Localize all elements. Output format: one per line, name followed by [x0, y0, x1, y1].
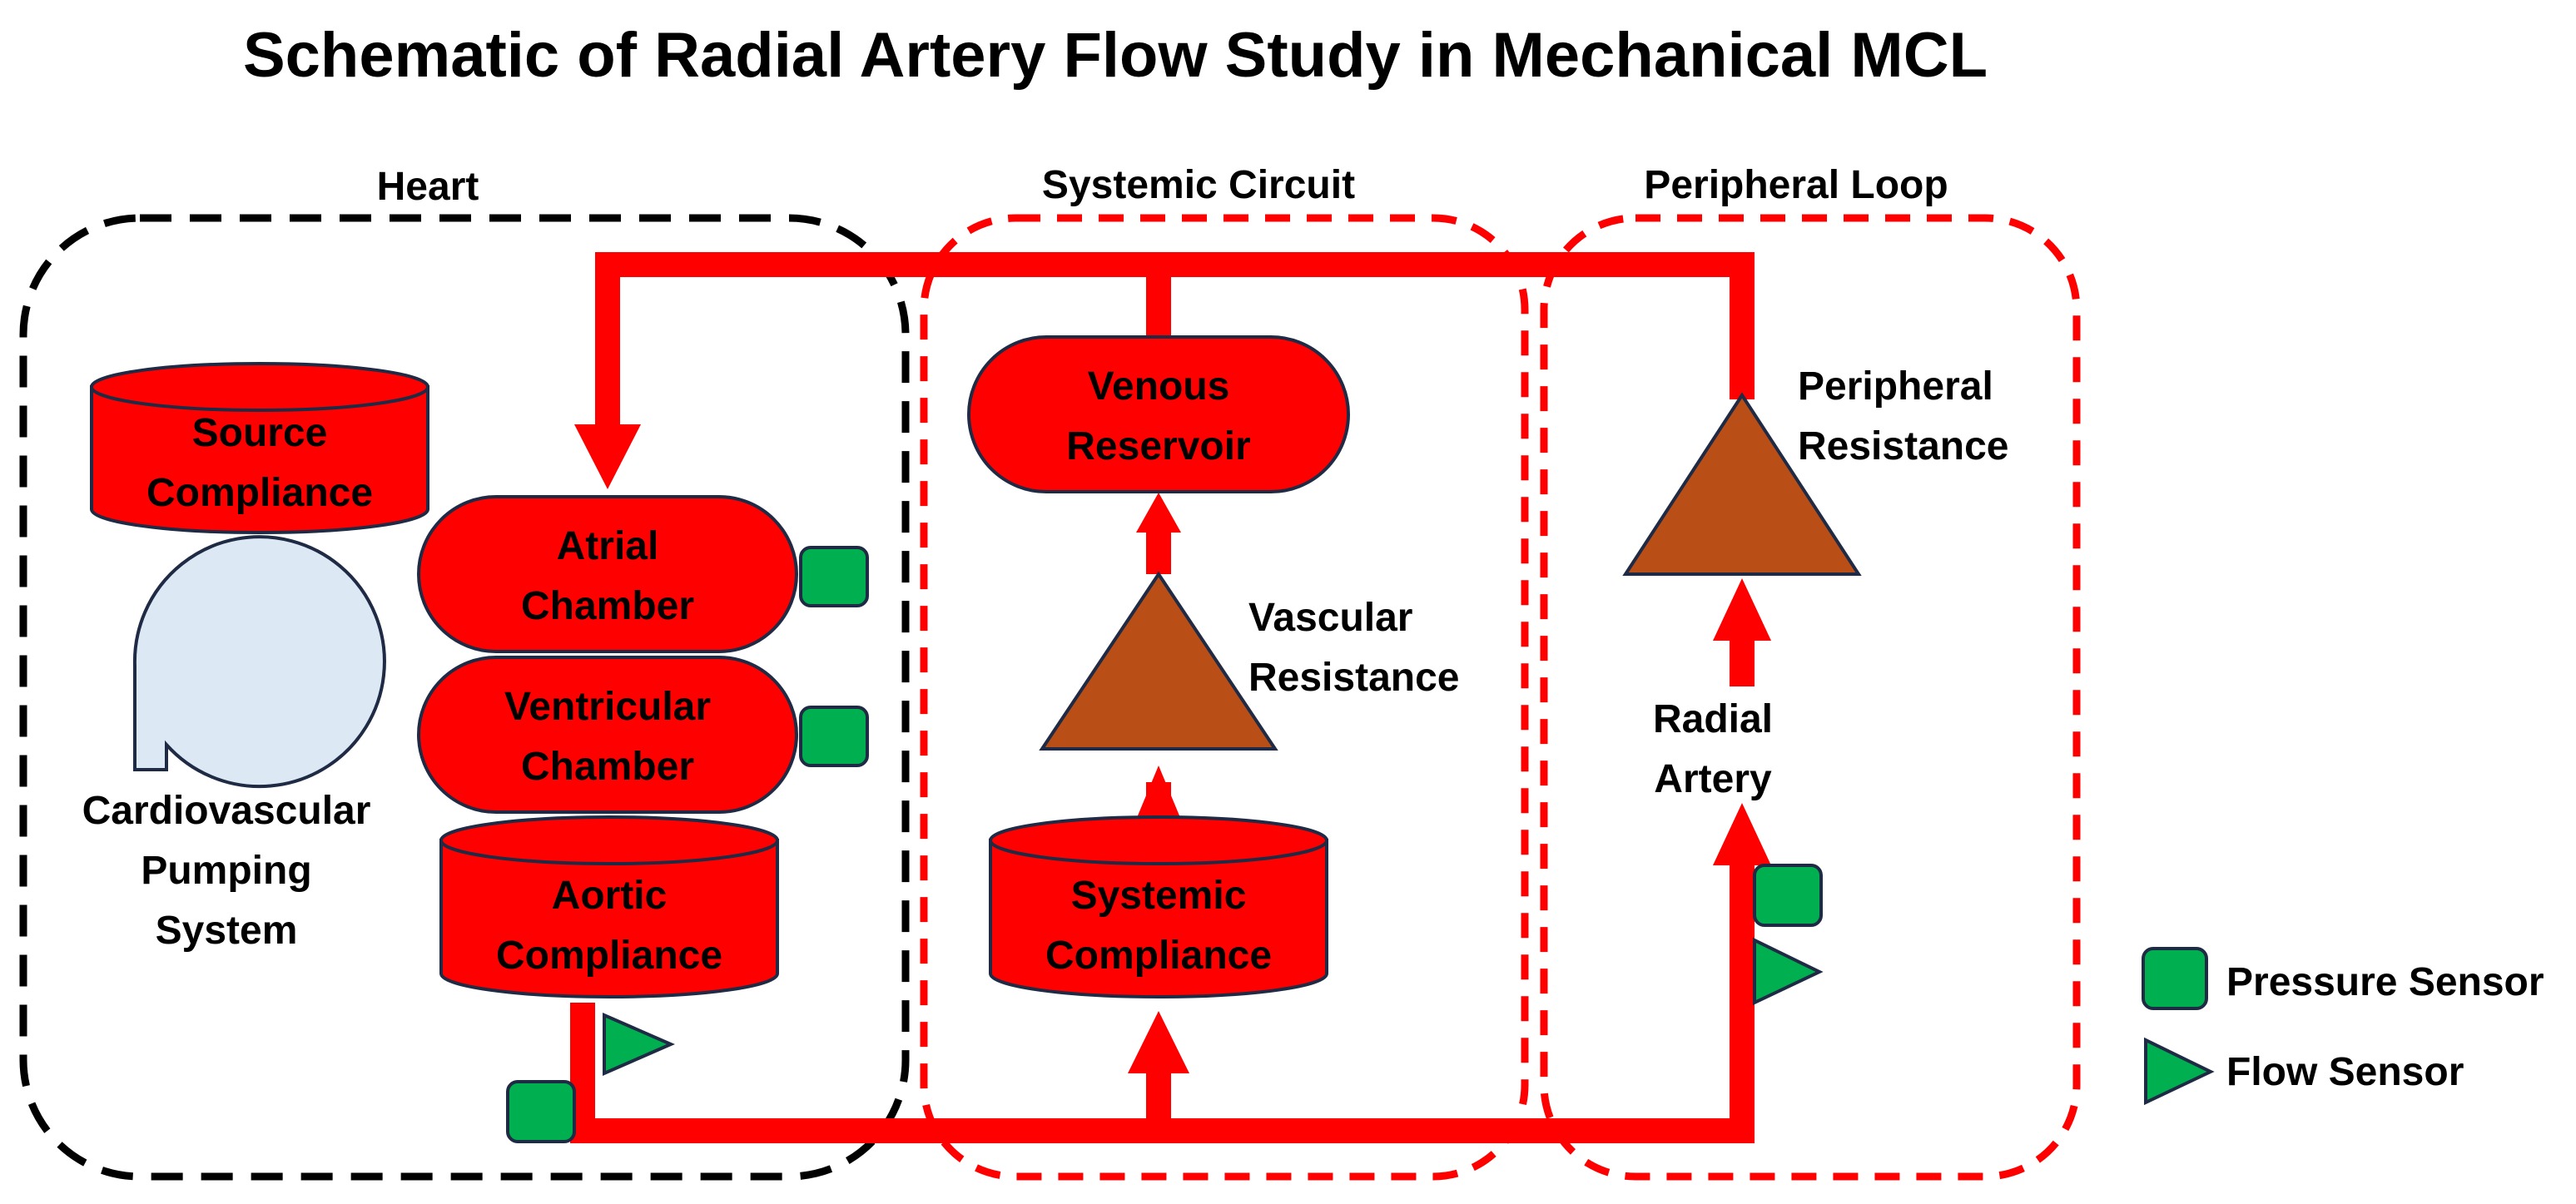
peripheral-label-2: Resistance	[1798, 424, 2008, 468]
vascular-label-2: Resistance	[1248, 656, 1459, 700]
pump-label-1: Cardiovascular	[82, 789, 371, 833]
systemic-circuit-group-label: Systemic Circuit	[1042, 163, 1355, 207]
peripheral-up-arrow	[1713, 578, 1771, 641]
radial-flow-sensor	[1753, 937, 1824, 1006]
systemic-compliance: Systemic Compliance	[989, 815, 1328, 998]
sensors	[506, 546, 1824, 1143]
ventricular-pressure-sensor	[799, 706, 869, 767]
peripheral-loop-group-box	[1540, 214, 2081, 1181]
pressure-sensor-legend-icon	[2142, 947, 2208, 1010]
atrial-chamber: Atrial Chamber	[417, 495, 798, 653]
pump-label-3: System	[156, 909, 298, 953]
systemic-compliance-label-2: Compliance	[1045, 934, 1272, 978]
atrial-pressure-sensor	[799, 546, 869, 607]
aortic-compliance: Aortic Compliance	[439, 815, 779, 998]
aortic-label-1: Aortic	[552, 874, 668, 918]
flow-arrows	[574, 424, 1771, 1073]
venous-reservoir: Venous Reservoir	[967, 335, 1350, 493]
source-compliance-label-2: Compliance	[146, 471, 373, 515]
radial-label-1: Radial	[1653, 697, 1773, 741]
ventricular-label-1: Ventricular	[504, 685, 711, 729]
atrial-label-2: Chamber	[521, 584, 694, 628]
pump-label-2: Pumping	[141, 849, 311, 893]
vascular-resistance-triangle	[1039, 571, 1278, 751]
pressure-sensor-legend-label: Pressure Sensor	[2226, 960, 2544, 1004]
heart-group-box	[19, 214, 910, 1181]
cardiovascular-pumping-system: Cardiovascular Pumping System	[82, 535, 386, 953]
peripheral-resistance-triangle	[1622, 392, 1862, 576]
legend: Pressure Sensor Flow Sensor	[2142, 947, 2544, 1106]
systemic-up-arrow	[1128, 1011, 1189, 1073]
radial-up-arrow	[1713, 803, 1771, 865]
flow-sensor-legend-icon	[2144, 1037, 2215, 1106]
heart-group-label: Heart	[377, 165, 479, 209]
atrial-inflow-arrow	[574, 424, 641, 489]
peripheral-loop-group-label: Peripheral Loop	[1644, 163, 1948, 207]
aortic-pressure-sensor	[506, 1080, 576, 1143]
pump-icon	[132, 535, 386, 789]
vascular-resistance: Vascular Resistance	[1039, 571, 1459, 751]
venous-label-1: Venous	[1088, 364, 1230, 409]
ventricular-chamber: Ventricular Chamber	[417, 656, 798, 814]
source-compliance-label-1: Source	[192, 411, 328, 455]
radial-pressure-sensor	[1753, 864, 1823, 927]
radial-label-2: Artery	[1654, 757, 1772, 801]
vascular-label-1: Vascular	[1248, 596, 1412, 640]
venous-up-arrow	[1136, 493, 1181, 533]
venous-label-2: Reservoir	[1066, 424, 1250, 468]
peripheral-label-1: Peripheral	[1798, 364, 1993, 409]
radial-artery: Radial Artery	[1653, 697, 1773, 801]
aortic-label-2: Compliance	[496, 934, 722, 978]
systemic-compliance-label-1: Systemic	[1071, 874, 1247, 918]
diagram-title: Schematic of Radial Artery Flow Study in…	[243, 20, 1988, 91]
source-compliance: Source Compliance	[90, 362, 429, 534]
peripheral-resistance: Peripheral Resistance	[1622, 364, 2008, 576]
vascular-up-arrow	[1136, 766, 1181, 820]
flow-sensor-legend-label: Flow Sensor	[2226, 1050, 2464, 1094]
aortic-flow-sensor	[603, 1012, 675, 1077]
ventricular-label-2: Chamber	[521, 745, 694, 789]
atrial-label-1: Atrial	[557, 524, 659, 568]
systemic-circuit-group-box	[920, 214, 1529, 1181]
